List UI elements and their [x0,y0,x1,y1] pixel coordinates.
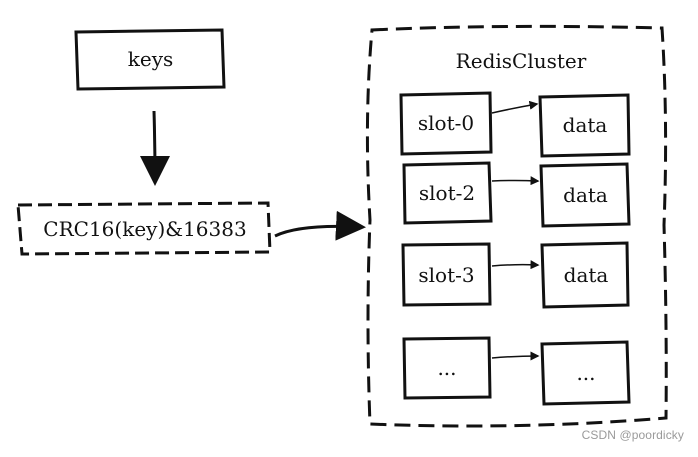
csdn-watermark: CSDN @poordicky [581,428,684,442]
slot-label-2: slot-2 [418,181,476,205]
slot-ellipsis-arrow [491,351,540,361]
data-box-0 [538,93,631,158]
data-box-3 [540,241,630,309]
slot-box-2 [402,161,493,225]
slot-box-3 [401,242,492,307]
slot-label-ellipsis: ... [437,356,457,380]
keys-to-hash-arrow [139,110,170,186]
data-label-ellipsis: ... [576,361,596,385]
data-box-ellipsis [540,340,631,406]
slot-0-arrow [491,100,539,114]
cluster-container [365,24,668,428]
slot-label-3: slot-3 [418,263,475,287]
keys-label: keys [127,47,174,71]
data-label-3: data [563,263,609,287]
slot-2-arrow [491,176,540,186]
slot-3-arrow [491,260,540,270]
slot-label-0: slot-0 [417,111,475,135]
data-box-2 [539,162,631,228]
hash-box [16,201,272,256]
data-label-2: data [563,183,608,207]
hash-label: CRC16(key)&16383 [43,217,247,241]
hash-to-cluster-arrow [274,210,366,241]
slot-box-ellipsis [402,336,492,400]
keys-box [74,28,226,91]
data-label-0: data [562,113,608,137]
cluster-title: RedisCluster [455,49,587,73]
slot-box-0 [399,91,493,156]
